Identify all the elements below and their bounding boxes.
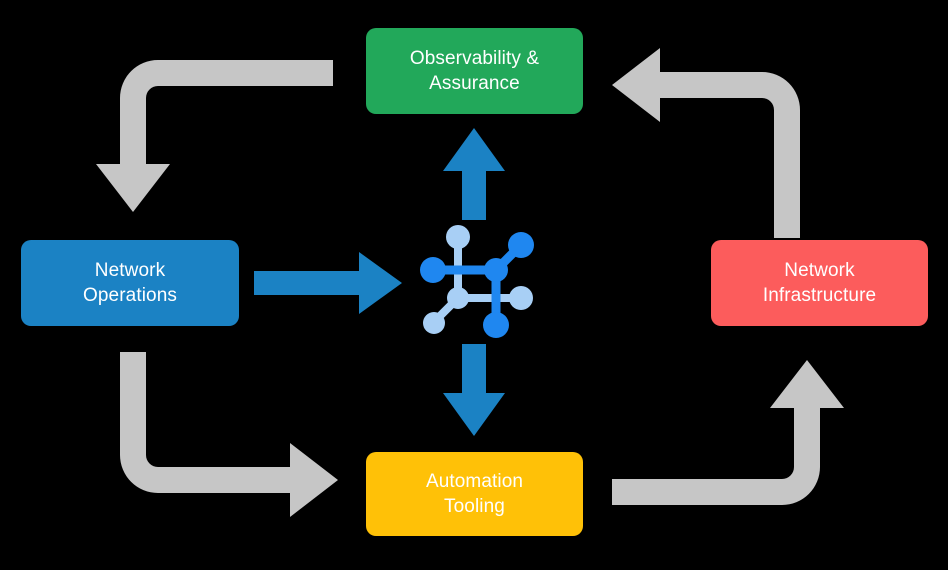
node-label-automation-tooling: Automation Tooling <box>425 470 524 517</box>
node-box-network-operations[interactable]: Network Operations <box>21 240 239 326</box>
node-bottom-left-light <box>423 312 445 334</box>
arrow-observability-to-netops <box>96 60 333 212</box>
node-box-automation-tooling[interactable]: Automation Tooling <box>366 452 583 536</box>
network-topology-icon <box>418 222 538 338</box>
network-topology-svg <box>420 225 534 338</box>
node-label-observability: Observability & Assurance <box>409 47 540 94</box>
arrow-center-to-observability <box>443 128 505 220</box>
node-label-network-operations: Network Operations <box>83 259 177 306</box>
node-bottom-dark <box>483 312 509 338</box>
node-hub-dark <box>484 258 508 282</box>
node-box-network-infrastructure[interactable]: Network Infrastructure <box>711 240 928 326</box>
arrow-netops-to-center <box>254 252 402 314</box>
node-top-right-dark <box>508 232 534 258</box>
arrow-center-to-automation <box>443 344 505 436</box>
node-top-light <box>446 225 470 249</box>
arrow-netinfra-to-observability <box>612 48 800 238</box>
node-right-light <box>509 286 533 310</box>
arrow-netops-to-automation <box>120 352 338 517</box>
node-left-dark <box>420 257 446 283</box>
node-label-network-infrastructure: Network Infrastructure <box>762 259 877 306</box>
arrow-automation-to-netinfra <box>612 360 844 505</box>
node-lower-hub-light <box>447 287 469 309</box>
node-box-observability[interactable]: Observability & Assurance <box>366 28 583 114</box>
